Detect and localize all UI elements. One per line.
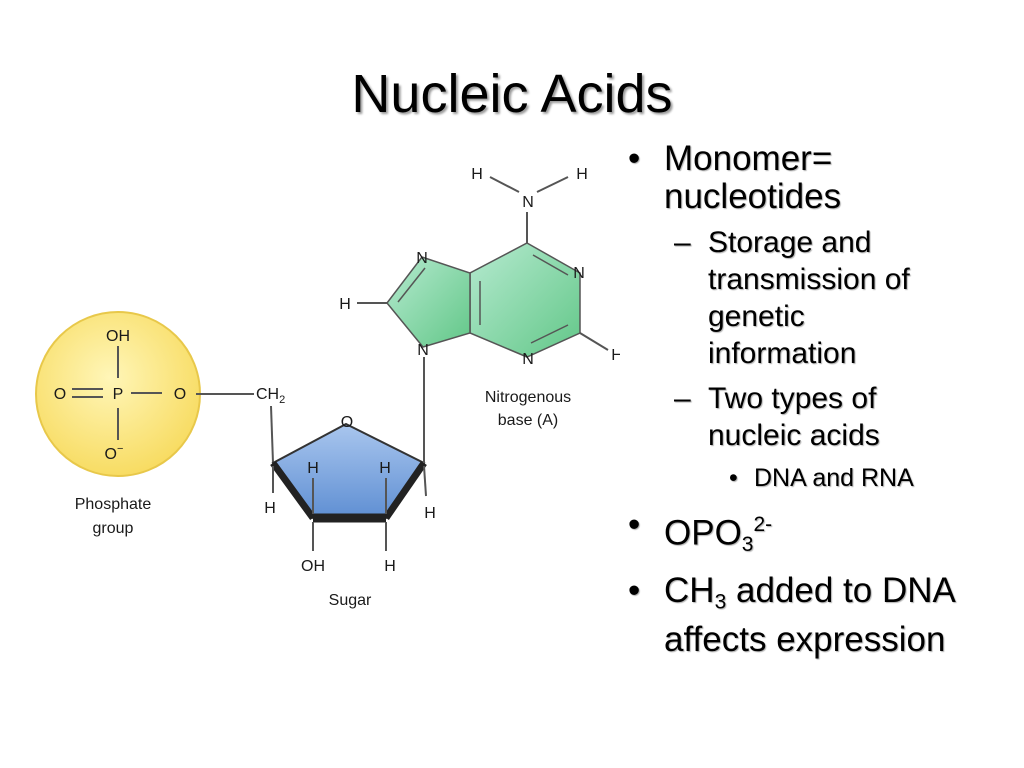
sugar-h-left: H — [264, 500, 276, 517]
phosphate-o-left: O — [54, 386, 66, 403]
base-double-bond-1 — [532, 254, 569, 276]
base-ch-right-bond — [579, 332, 609, 351]
ch2-label: CH2 — [256, 386, 285, 406]
sugar-ring — [271, 422, 426, 519]
bullet-monomer: • Monomer= nucleotides — [626, 140, 1016, 216]
bullet-mark: • — [628, 139, 641, 178]
sugar-front-edge-3 — [383, 461, 427, 520]
ch3-line-2: affects expression — [664, 620, 946, 660]
opo3-main: OPO — [664, 513, 742, 553]
ch3-sub: 3 — [714, 590, 727, 614]
sugar-bond-h-right — [423, 465, 427, 497]
sugar-h-top-right: H — [379, 460, 391, 477]
monomer-line-1: Monomer= — [664, 139, 833, 178]
ch2-sugar-bond — [270, 405, 274, 464]
phosphate-oh: OH — [106, 328, 130, 345]
base-h-left: H — [339, 296, 351, 313]
base-label-2: base (A) — [498, 412, 558, 429]
base-five-ring — [386, 256, 471, 348]
base-nh1-bond — [489, 176, 520, 193]
opo3-sub: 3 — [741, 532, 754, 556]
base-n-right: N — [573, 265, 585, 282]
bullet-mark: • — [628, 570, 641, 610]
base-n-top-left: N — [416, 250, 428, 267]
bullet-mark: • — [628, 505, 641, 544]
base-n-bottom-left: N — [417, 342, 429, 359]
sugar-h-right: H — [424, 505, 436, 522]
phosphate-o-bottom: O− — [105, 443, 124, 463]
phosphate-o-right: O — [174, 386, 186, 403]
sugar-ring-o: O — [341, 414, 353, 431]
base-n-amino: N — [522, 194, 534, 211]
sugar-label: Sugar — [329, 592, 372, 609]
sugar-h-bottom: H — [384, 558, 396, 575]
subbullet-types: – Two types of nucleic acids — [626, 380, 1016, 454]
base-h-right: H — [611, 347, 620, 364]
subbullet-storage: – Storage and transmission of genetic in… — [626, 224, 1016, 372]
bullet-mark: • — [729, 464, 738, 492]
storage-line-1: Storage and — [708, 226, 872, 259]
ch3-main: CH — [664, 570, 715, 610]
base-n-bottom: N — [522, 351, 534, 368]
sugar-group: O H H H H OH H Sugar — [264, 414, 436, 609]
base-h2: H — [576, 166, 588, 183]
bullet-list: • Monomer= nucleotides – Storage and tra… — [626, 140, 1016, 667]
ch3-rest: added to DNA — [726, 570, 956, 610]
base-double-bond-4 — [397, 267, 426, 303]
phosphate-label-1: Phosphate — [75, 496, 152, 513]
subsubbullet-dna-rna: • DNA and RNA — [626, 462, 1016, 494]
phosphate-group: OH O P O O− Phosphate group — [35, 311, 201, 537]
monomer-line-2: nucleotides — [664, 177, 842, 216]
phosphate-p: P — [113, 386, 124, 403]
dash-mark: – — [674, 382, 691, 415]
base-nh2-bond — [536, 176, 569, 193]
slide-title: Nucleic Acids — [351, 64, 673, 124]
storage-line-3: genetic — [708, 300, 805, 333]
phosphate-label-2: group — [93, 520, 134, 537]
base-six-ring — [469, 242, 581, 358]
opo3-sup: 2- — [753, 513, 773, 536]
sugar-oh: OH — [301, 558, 325, 575]
bullet-opo3: • OPO32- — [626, 506, 1016, 564]
base-group: H H N N N H N N H Nitrogenous base (A) — [339, 166, 620, 429]
dash-mark: – — [674, 226, 691, 259]
dna-rna-text: DNA and RNA — [754, 464, 914, 492]
base-label-1: Nitrogenous — [485, 389, 571, 406]
types-line-1: Two types of — [708, 382, 877, 415]
base-double-bond-2 — [530, 324, 569, 344]
nucleotide-diagram: OH O P O O− Phosphate group CH2 O H H H … — [35, 166, 620, 609]
base-h1: H — [471, 166, 483, 183]
sugar-h-top-left: H — [307, 460, 319, 477]
storage-line-4: information — [708, 337, 857, 370]
storage-line-2: transmission of — [708, 263, 910, 296]
types-line-2: nucleic acids — [708, 419, 880, 452]
bullet-ch3: • CH3 added to DNA affects expression — [626, 570, 1016, 660]
sugar-front-edge-1 — [270, 460, 316, 521]
